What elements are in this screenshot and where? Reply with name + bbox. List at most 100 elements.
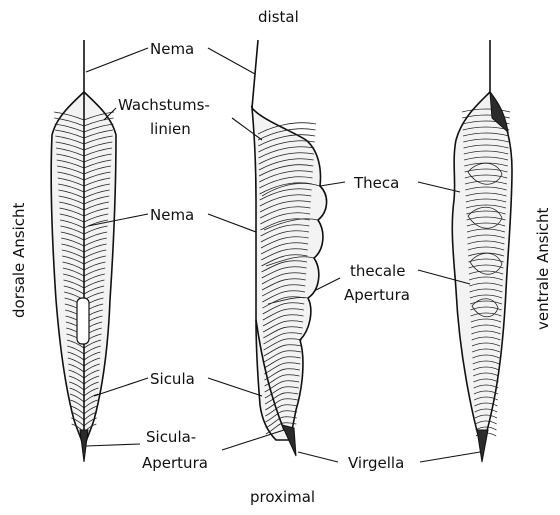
leader-theca-right bbox=[417, 181, 461, 193]
label-wachstumslinien-1: Wachstums- bbox=[118, 96, 210, 114]
growth-line bbox=[473, 384, 499, 389]
growth-line bbox=[470, 306, 502, 311]
growth-line bbox=[257, 128, 316, 141]
growth-line bbox=[462, 132, 510, 137]
growth-line bbox=[469, 294, 503, 299]
theca-hood-4 bbox=[267, 297, 309, 305]
growth-line bbox=[259, 200, 311, 213]
growth-line bbox=[258, 164, 314, 177]
growth-line bbox=[263, 338, 302, 351]
label-proximal: proximal bbox=[250, 488, 315, 506]
growth-line bbox=[469, 288, 503, 293]
growth-line bbox=[258, 134, 316, 147]
growth-line bbox=[258, 140, 315, 153]
ventral-aperture-2 bbox=[467, 206, 503, 229]
leader-sicula-apertura-left bbox=[85, 443, 141, 447]
growth-line bbox=[473, 390, 499, 395]
growth-line bbox=[471, 336, 501, 341]
growth-line bbox=[262, 320, 304, 333]
growth-line bbox=[263, 326, 303, 339]
theca-hood-3 bbox=[265, 256, 315, 267]
growth-line bbox=[264, 392, 299, 405]
growth-line bbox=[262, 290, 306, 303]
dorsal-window bbox=[76, 297, 90, 345]
leader-virgella-left bbox=[297, 451, 339, 463]
growth-line bbox=[467, 228, 505, 233]
growth-line bbox=[261, 266, 307, 279]
growth-line bbox=[467, 240, 505, 245]
leader-virgella-right bbox=[419, 451, 481, 463]
growth-line bbox=[260, 218, 310, 231]
growth-line bbox=[262, 284, 306, 297]
ventral-tip-shading bbox=[489, 90, 509, 134]
leader-nema-top-left bbox=[85, 47, 149, 73]
growth-line bbox=[263, 332, 303, 345]
label-sicula-apertura-2: Apertura bbox=[142, 454, 208, 472]
ventral-aperture-3 bbox=[469, 252, 503, 275]
growth-line bbox=[471, 324, 501, 329]
leader-nema-top-right bbox=[207, 47, 256, 75]
growth-line bbox=[472, 360, 500, 365]
leader-thecale-apertura-right bbox=[417, 269, 471, 285]
leader-sicula-right bbox=[207, 377, 263, 397]
lateral-growth-lines bbox=[257, 122, 317, 435]
lateral-specimen bbox=[250, 39, 328, 457]
ventral-aperture-4 bbox=[471, 298, 499, 318]
growth-line bbox=[474, 408, 498, 413]
leader-nema-mid-right bbox=[207, 213, 257, 233]
growth-line bbox=[470, 300, 502, 305]
growth-line bbox=[470, 318, 502, 323]
growth-line bbox=[259, 194, 312, 207]
growth-line bbox=[465, 204, 507, 209]
growth-line bbox=[260, 242, 309, 255]
growth-line bbox=[461, 108, 511, 113]
dorsal-specimen bbox=[50, 40, 117, 463]
growth-line bbox=[260, 206, 311, 219]
growth-line bbox=[261, 278, 306, 291]
growth-line bbox=[473, 372, 499, 377]
growth-line bbox=[473, 378, 499, 383]
growth-line bbox=[259, 176, 313, 189]
growth-line bbox=[260, 236, 309, 249]
growth-line bbox=[261, 272, 307, 285]
labels: distal Nema Wachstums- linien Nema Sicul… bbox=[10, 8, 552, 506]
growth-line bbox=[262, 308, 304, 321]
leader-sicula-apertura-right bbox=[221, 429, 285, 451]
growth-line bbox=[261, 254, 308, 267]
ventral-specimen bbox=[451, 40, 513, 463]
leader-lines bbox=[85, 47, 481, 463]
leader-theca-left bbox=[319, 181, 346, 187]
growth-line bbox=[464, 168, 508, 173]
growth-line bbox=[468, 270, 504, 275]
growth-line bbox=[462, 114, 510, 119]
growth-line bbox=[264, 374, 300, 387]
growth-line bbox=[470, 312, 502, 317]
growth-line bbox=[463, 156, 509, 161]
growth-line bbox=[263, 344, 302, 357]
leader-wachstumslinien-right bbox=[231, 117, 263, 141]
label-dorsale-ansicht: dorsale Ansicht bbox=[10, 202, 28, 318]
growth-line bbox=[258, 146, 315, 159]
ventral-aperture-1 bbox=[467, 162, 503, 185]
growth-line bbox=[265, 422, 297, 435]
growth-line bbox=[263, 350, 302, 363]
label-thecale-apertura-1: thecale bbox=[350, 262, 405, 280]
growth-line bbox=[463, 138, 509, 143]
growth-line bbox=[465, 192, 507, 197]
growth-line bbox=[260, 230, 310, 243]
growth-line bbox=[265, 410, 298, 423]
leader-thecale-apertura-left bbox=[315, 277, 341, 291]
growth-line bbox=[472, 366, 500, 371]
growth-line bbox=[463, 150, 509, 155]
growth-line bbox=[467, 246, 505, 251]
growth-line bbox=[260, 224, 310, 237]
label-wachstumslinien-2: linien bbox=[150, 120, 191, 138]
leader-sicula-left bbox=[93, 377, 149, 397]
lateral-rhabdosome-outline bbox=[250, 105, 328, 441]
growth-line bbox=[466, 222, 506, 227]
label-distal: distal bbox=[258, 8, 299, 26]
leader-wachstumslinien-left bbox=[103, 107, 117, 121]
growth-line bbox=[474, 396, 498, 401]
growth-line bbox=[465, 198, 507, 203]
growth-line bbox=[264, 362, 301, 375]
